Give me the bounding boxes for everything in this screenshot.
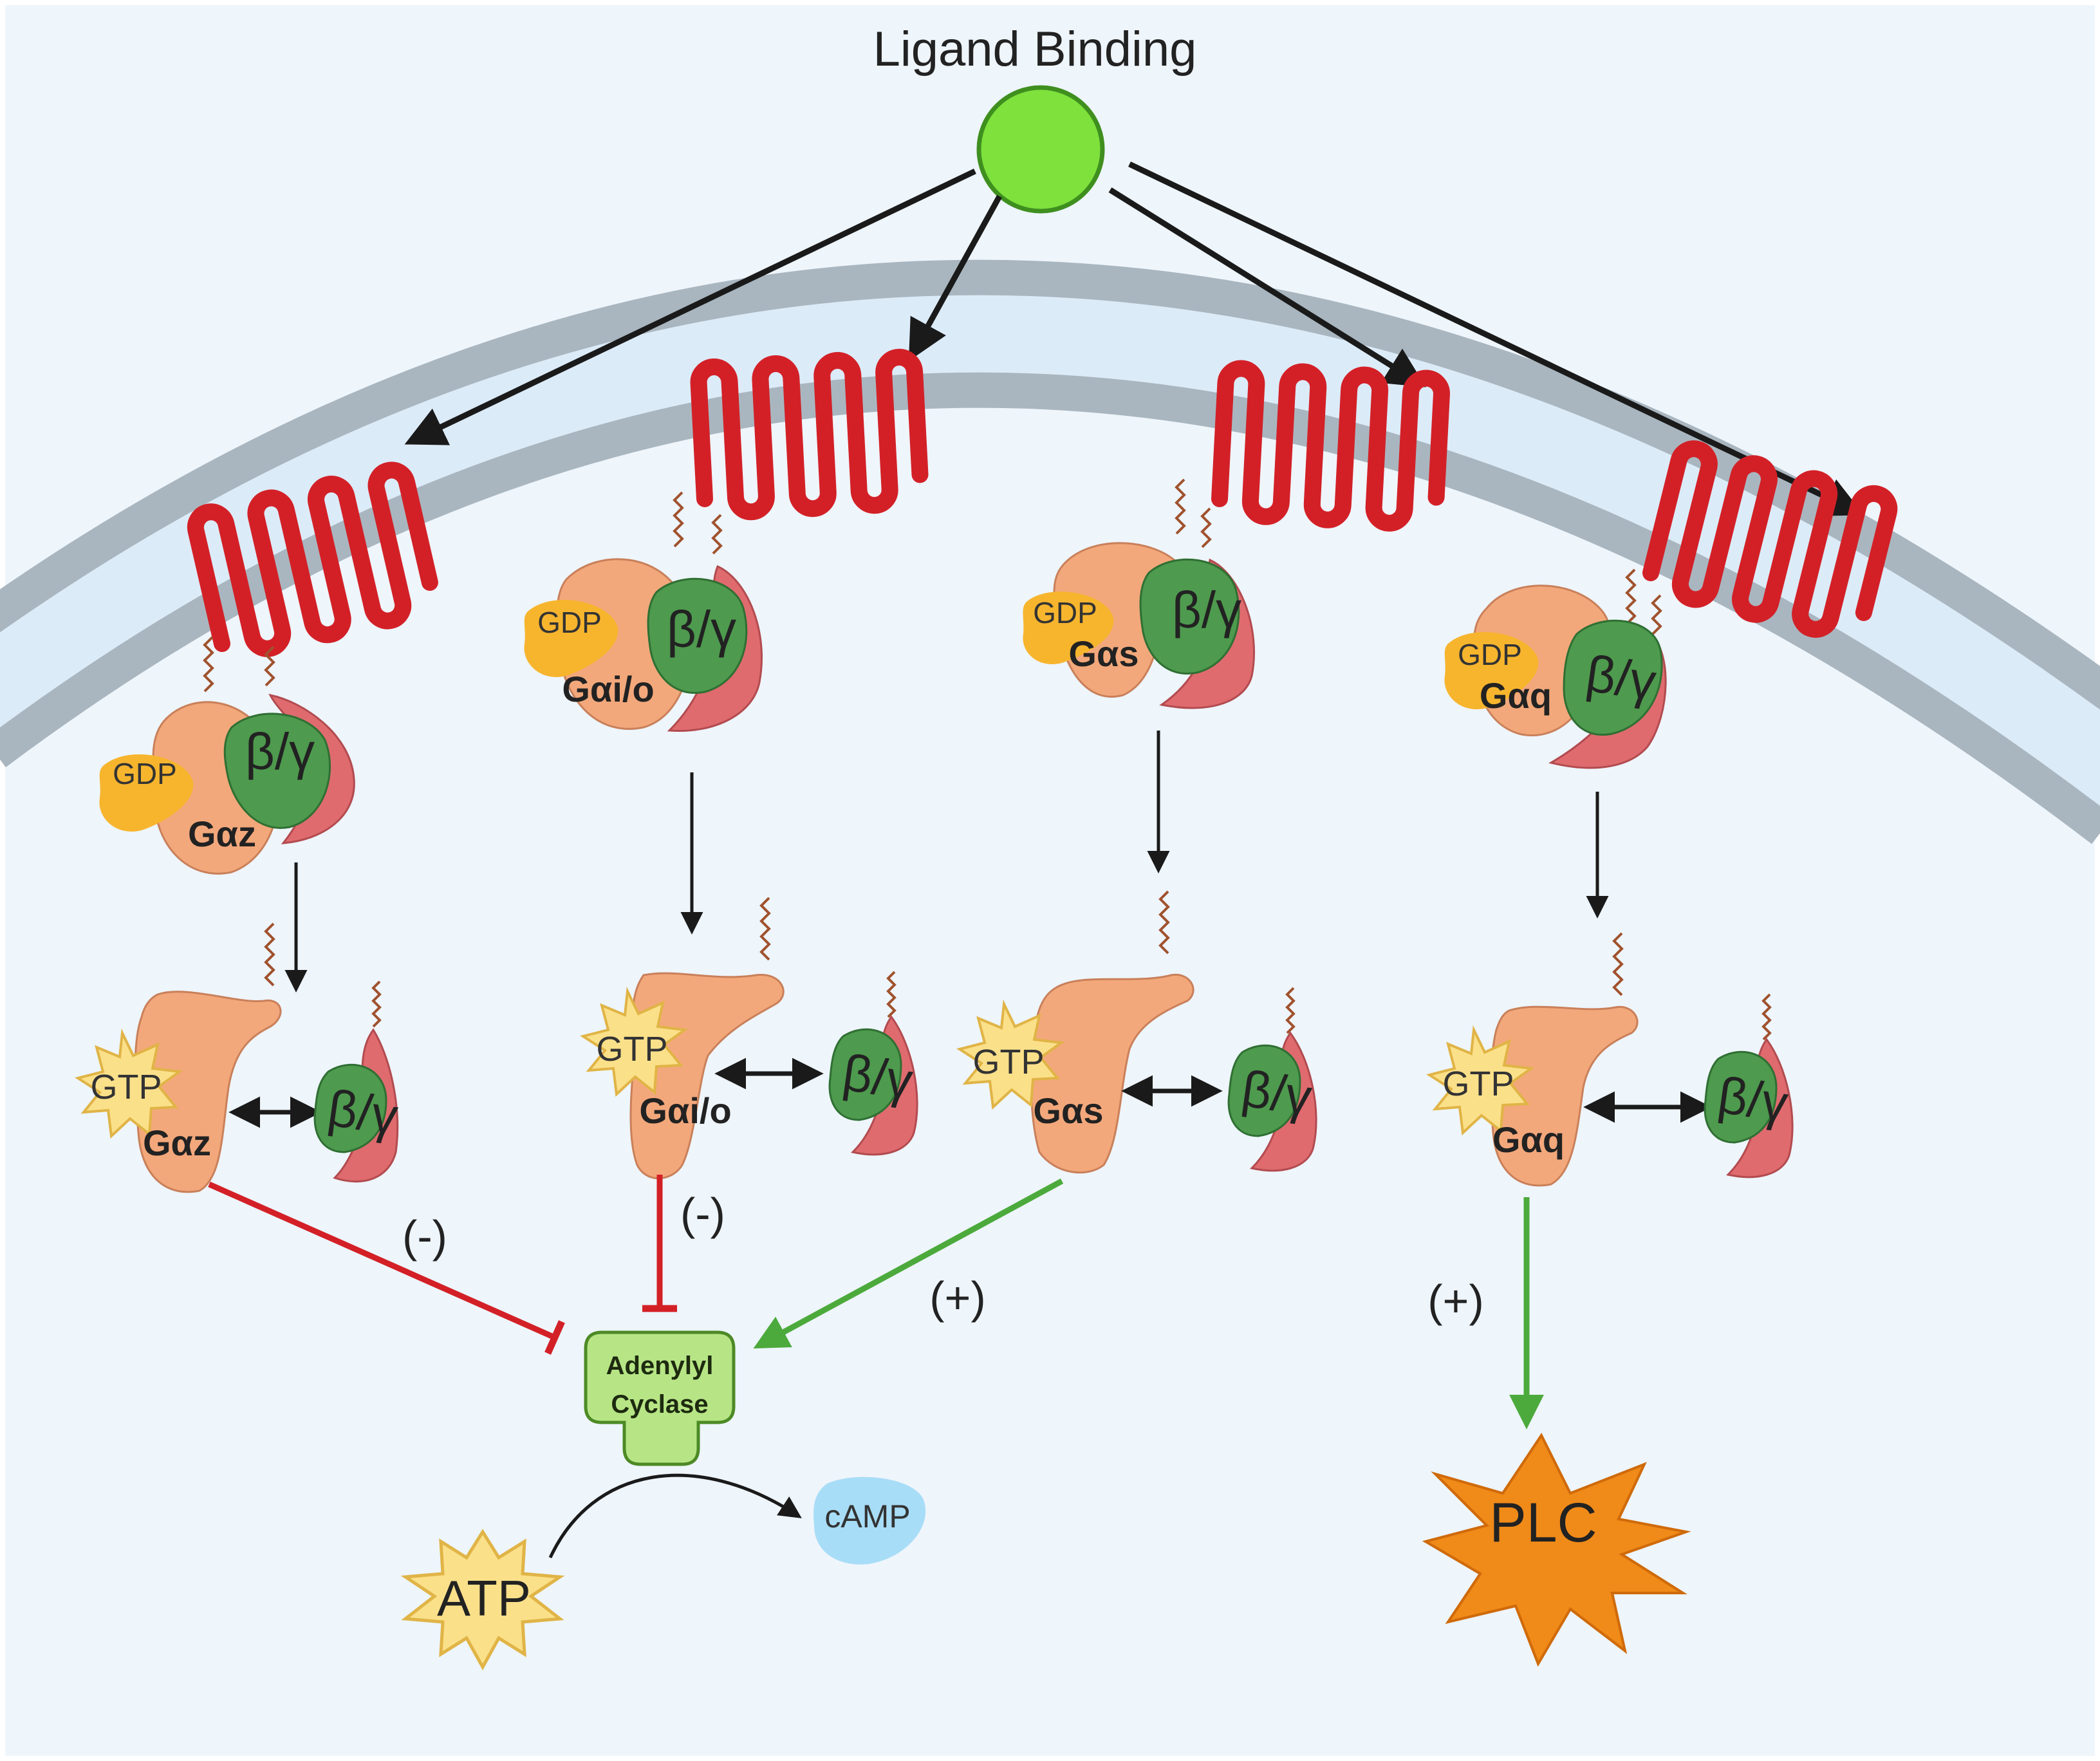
complex-z: GDP β/γ Gαz [99, 636, 355, 875]
ligand-arrow-z [404, 168, 976, 445]
beta-gamma-label: β/γ [324, 1079, 402, 1145]
beta-subunit [1704, 1050, 1778, 1144]
lipid-anchor [711, 514, 723, 555]
sign-io: (-) [680, 1189, 725, 1239]
gdp-label: GDP [1458, 638, 1522, 671]
adenylyl-cyclase-line1: Adenylyl [606, 1352, 714, 1380]
camp-label: cAMP [824, 1498, 910, 1534]
atp-star [400, 1529, 565, 1671]
lipid-anchor [1175, 478, 1186, 535]
lipid-anchor [673, 491, 684, 548]
gdp-label: GDP [113, 757, 177, 790]
activation-arrows [284, 731, 1609, 992]
gtp-label: GTP [972, 1043, 1044, 1081]
g-alpha-label: Gαi/o [639, 1090, 731, 1131]
g-alpha-label: Gαs [1068, 633, 1138, 674]
gtp-label: GTP [1442, 1065, 1514, 1103]
activation-line-s [753, 1179, 1064, 1349]
beta-subunit [647, 577, 748, 694]
beta-gamma-label: β/γ [1238, 1059, 1315, 1126]
lipid-anchor [1200, 507, 1212, 548]
lipid-anchor [1612, 932, 1624, 996]
lipid-anchor [371, 980, 382, 1028]
complex-io: GDP β/γ Gαi/o [524, 491, 763, 732]
sign-q: (+) [1427, 1276, 1484, 1326]
active-s: GTP Gαs β/γ [956, 890, 1317, 1174]
beta-subunit [1139, 558, 1240, 675]
ligand-arrow-io [908, 194, 1002, 362]
atp-label: ATP [437, 1570, 531, 1626]
g-alpha-label: Gαq [1480, 675, 1552, 716]
gtp-label: GTP [90, 1068, 162, 1106]
gtp-star [580, 986, 689, 1097]
gtp-star [956, 999, 1065, 1110]
beta-subunit [1563, 619, 1663, 736]
lipid-anchor [1651, 594, 1662, 635]
lipid-anchor [1285, 987, 1296, 1034]
plc-label: PLC [1489, 1492, 1597, 1554]
lipid-anchor [759, 897, 771, 961]
ligand-arrows [404, 161, 1864, 516]
lipid-anchor [886, 971, 897, 1018]
inhibition-line-z [208, 1181, 565, 1355]
beta-gamma-label: β/γ [667, 601, 736, 658]
lipid-anchor [1761, 993, 1772, 1041]
active-z: GTP Gαz β/γ [75, 922, 402, 1193]
g-alpha-label: Gαi/o [562, 669, 654, 709]
diagram-title: Ligand Binding [873, 22, 1197, 77]
gtp-star [1426, 1025, 1535, 1136]
beta-subunit [223, 713, 331, 829]
gdp-blob [1444, 631, 1539, 709]
ligand-arrow-q [1128, 161, 1864, 516]
ligand-arrow-s [1108, 187, 1426, 387]
conversion-arrow [548, 1473, 802, 1559]
beta-gamma-label: β/γ [1714, 1066, 1792, 1132]
g-alpha-label: Gαq [1492, 1119, 1565, 1160]
active-q: GTP Gαq β/γ [1426, 932, 1794, 1187]
gdp-blob [99, 754, 194, 832]
adenylyl-cyclase: Adenylyl Cyclase [584, 1330, 736, 1466]
active-io: GTP Gαi/o β/γ [580, 897, 918, 1180]
g-alpha-label: Gαz [188, 814, 256, 854]
beta-gamma-label: β/γ [1172, 581, 1241, 638]
complex-s: GDP β/γ Gαs [1023, 478, 1255, 709]
beta-subunit [313, 1063, 387, 1153]
lipid-anchor [1625, 568, 1637, 625]
plc-burst [1422, 1433, 1691, 1667]
camp-blob [813, 1477, 926, 1565]
beta-gamma-label: β/γ [839, 1043, 916, 1110]
complex-q: GDP β/γ Gαq [1444, 568, 1667, 769]
g-alpha-label: Gαs [1033, 1090, 1103, 1131]
gdp-label: GDP [1033, 596, 1097, 629]
gtp-label: GTP [596, 1030, 667, 1068]
lipid-anchor [264, 922, 275, 987]
gdp-blob [1023, 592, 1114, 664]
beta-gamma-label: β/γ [245, 723, 315, 780]
adenylyl-cyclase-line2: Cyclase [611, 1390, 708, 1419]
gdp-label: GDP [537, 606, 602, 639]
lipid-anchor [264, 646, 275, 687]
beta-subunit [828, 1028, 902, 1121]
beta-subunit [1227, 1044, 1301, 1137]
g-alpha-label: Gαz [143, 1123, 211, 1163]
gdp-blob [524, 599, 618, 677]
lipid-anchor [203, 636, 214, 693]
ligand-icon [976, 85, 1105, 214]
gtp-star [75, 1028, 183, 1139]
sign-z: (-) [402, 1211, 447, 1262]
beta-gamma-label: β/γ [1583, 644, 1660, 711]
sign-s: (+) [929, 1272, 986, 1323]
lipid-anchor [1158, 890, 1170, 955]
